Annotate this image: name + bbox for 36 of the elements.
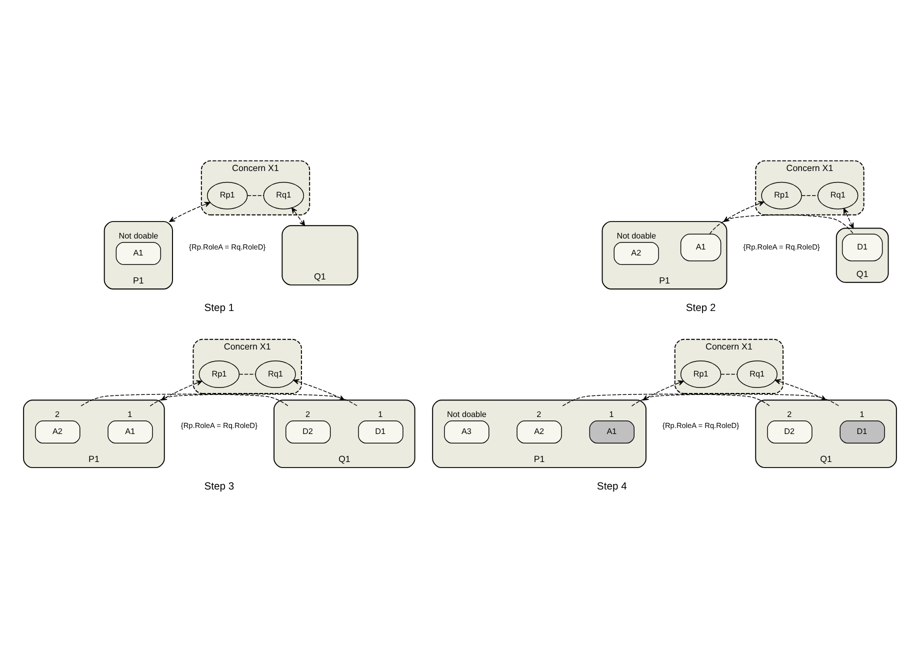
label: Step 2 [686, 302, 716, 314]
node-label: 1 [609, 410, 614, 419]
node-label: 2 [787, 410, 792, 419]
node-ellipse: Rq1 [263, 181, 304, 209]
node-ellipse: Rp1 [761, 181, 802, 209]
node-ellipse: Rp1 [198, 360, 240, 388]
node-ellipse: Rp1 [206, 181, 248, 209]
node-box: Q1 [282, 224, 358, 285]
node-label: 2 [306, 410, 310, 419]
node-label: Not doable [447, 410, 486, 419]
node-label: Not doable [616, 230, 656, 240]
label: {Rp.RoleA = Rq.RoleD} [189, 242, 266, 251]
connector [720, 373, 738, 374]
connector [801, 194, 818, 196]
connector [247, 194, 264, 196]
node-ellipse: Rq1 [255, 360, 296, 388]
label: Step 3 [204, 481, 234, 492]
node-label: Not doable [118, 230, 158, 240]
node-label: 1 [378, 410, 383, 419]
label: {Rp.RoleA = Rq.RoleD} [180, 420, 258, 430]
arrow [169, 201, 210, 222]
label: Step 1 [204, 302, 234, 314]
node-label: 1 [860, 410, 864, 419]
node-box: A1 [680, 233, 722, 261]
node-ellipse: Rq1 [818, 181, 858, 209]
node-label: 2 [55, 410, 60, 419]
node-box: D1 [842, 233, 883, 261]
node-label: 2 [536, 410, 542, 419]
label: Step 4 [596, 481, 627, 492]
node-ellipse: Rq1 [736, 360, 778, 388]
label: {Rp.RoleA = Rq.RoleD} [743, 242, 820, 251]
connector [238, 373, 256, 374]
node-label: 1 [128, 410, 132, 419]
node-ellipse: Rp1 [680, 360, 722, 388]
label: {Rp.RoleA = Rq.RoleD} [662, 420, 740, 430]
arrow [843, 208, 854, 228]
